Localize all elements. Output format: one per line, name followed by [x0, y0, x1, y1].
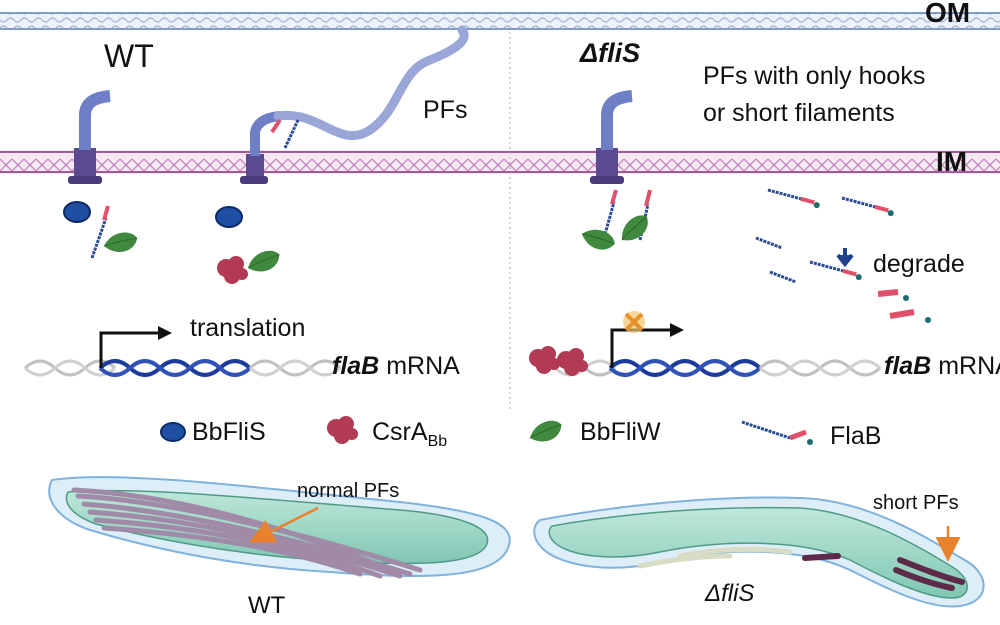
wt-flis-1 — [63, 201, 91, 223]
outer-membrane — [0, 12, 1000, 30]
wt-flab-head — [270, 118, 282, 134]
wt-fliw-1 — [101, 229, 140, 256]
wt-csra — [217, 256, 248, 284]
mutant-fliw-1 — [578, 224, 618, 255]
legend-csra-sub: Bb — [427, 433, 448, 450]
mutant-flab-2-head — [644, 189, 652, 207]
wt-flagellar-motor-1 — [68, 90, 111, 184]
legend-csra-label: CsrABb — [372, 418, 447, 451]
translation-arrow — [99, 331, 160, 368]
legend-flab-icon — [741, 420, 813, 445]
wt-mrna-label: flaB mRNA — [332, 352, 460, 381]
wt-mrna-gene: flaB — [332, 352, 380, 380]
block-x-icon — [623, 311, 645, 333]
wt-mrna — [23, 359, 342, 377]
blocked-translation-arrow — [610, 328, 672, 368]
mutant-note-line2: or short filaments — [703, 99, 895, 127]
wt-pfs-label: PFs — [423, 96, 468, 124]
mutant-mrna — [553, 359, 882, 377]
mutant-mrna-gene: flaB — [884, 352, 932, 380]
wt-periplasmic-flagellum — [273, 25, 469, 140]
legend-flab-label: FlaB — [830, 422, 882, 450]
degrade-label: degrade — [873, 250, 965, 278]
mutant-panel-title: ΔfliS — [580, 38, 641, 68]
om-label: OM — [925, 0, 971, 28]
mutant-callout-label: short PFs — [873, 492, 959, 514]
legend-fliw-icon — [526, 416, 566, 447]
wt-cell-label: WT — [248, 592, 286, 619]
mutant-mrna-suffix: mRNA — [938, 352, 1000, 380]
inner-membrane — [0, 150, 1000, 174]
mutant-mrna-label: flaB mRNA — [884, 352, 1000, 381]
mutant-faint-pfs — [637, 546, 793, 569]
legend-csra-icon — [327, 416, 358, 444]
im-label: IM — [936, 146, 968, 177]
wt-flab-1 — [90, 217, 108, 259]
blocked-arrowhead — [670, 323, 684, 337]
mutant-csra-1 — [529, 346, 560, 374]
mutant-note-line1: PFs with only hooks — [703, 62, 926, 90]
legend-flis-label: BbFliS — [192, 418, 266, 446]
mutant-cell — [533, 496, 985, 608]
wt-flab-export — [283, 119, 300, 149]
wt-normal-pfs — [71, 487, 423, 579]
legend-fliw-label: BbFliW — [580, 418, 661, 446]
wt-panel-title: WT — [104, 38, 154, 74]
translation-arrowhead — [158, 326, 172, 340]
wt-fliw-2 — [244, 246, 284, 277]
wt-flab-1-head — [102, 205, 110, 221]
mutant-flab-1-head — [610, 189, 618, 205]
mutant-cell-label: ΔfliS — [705, 580, 755, 607]
degrade-arrow — [836, 248, 854, 268]
wt-translation-label: translation — [190, 314, 306, 342]
mutant-flagellar-motor — [590, 90, 633, 184]
wt-flis-2 — [215, 206, 243, 228]
mutant-flab-1 — [602, 201, 616, 239]
legend-csra-main: CsrA — [372, 418, 428, 446]
mutant-fliw-2 — [615, 209, 655, 248]
degraded-flab-fragments — [755, 187, 931, 323]
wt-callout-label: normal PFs — [297, 480, 400, 502]
legend-flis-icon — [160, 422, 186, 442]
wt-callout-arrow — [249, 506, 319, 543]
mutant-short-pfs — [802, 553, 965, 591]
wt-mrna-suffix: mRNA — [386, 352, 460, 380]
